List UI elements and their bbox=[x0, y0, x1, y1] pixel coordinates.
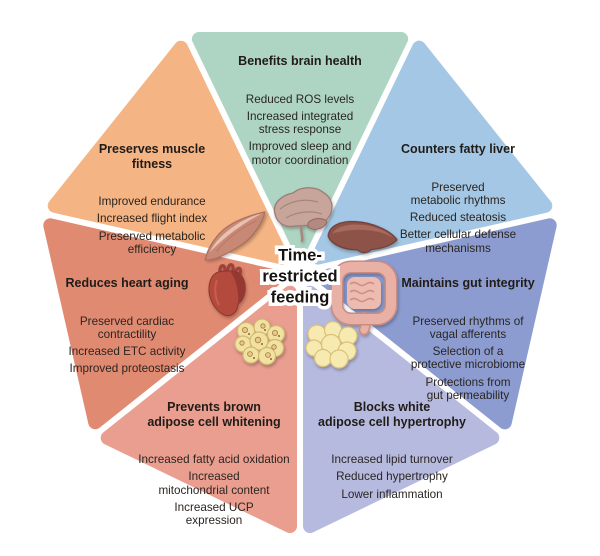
brown-adipose-icon bbox=[234, 318, 286, 366]
center-label-line: Time- bbox=[278, 246, 322, 265]
center-label-line: Time- bbox=[275, 243, 326, 268]
brain-icon bbox=[273, 187, 333, 243]
center-label-outline: Time- restricted feeding bbox=[235, 243, 365, 310]
segment-brain-wedge bbox=[191, 32, 409, 256]
gut-icon bbox=[330, 260, 398, 336]
center-label: Time- restricted feeding Time- restricte… bbox=[235, 243, 365, 310]
center-label-line: restricted bbox=[262, 267, 338, 286]
center-label-line: feeding bbox=[267, 285, 333, 310]
segment-gut-wedge bbox=[315, 218, 557, 430]
center-label-text: Time- restricted feeding bbox=[235, 246, 365, 309]
center-label-line: restricted bbox=[259, 264, 341, 289]
segment-muscle-wedge bbox=[47, 40, 289, 265]
white-adipose-icon bbox=[305, 320, 358, 369]
muscle-icon bbox=[204, 211, 266, 261]
liver-icon bbox=[327, 220, 398, 254]
heart-icon bbox=[208, 263, 246, 317]
center-label-line: feeding bbox=[270, 288, 330, 307]
organ-icons bbox=[204, 187, 398, 369]
segment-liver-wedge bbox=[311, 40, 553, 265]
